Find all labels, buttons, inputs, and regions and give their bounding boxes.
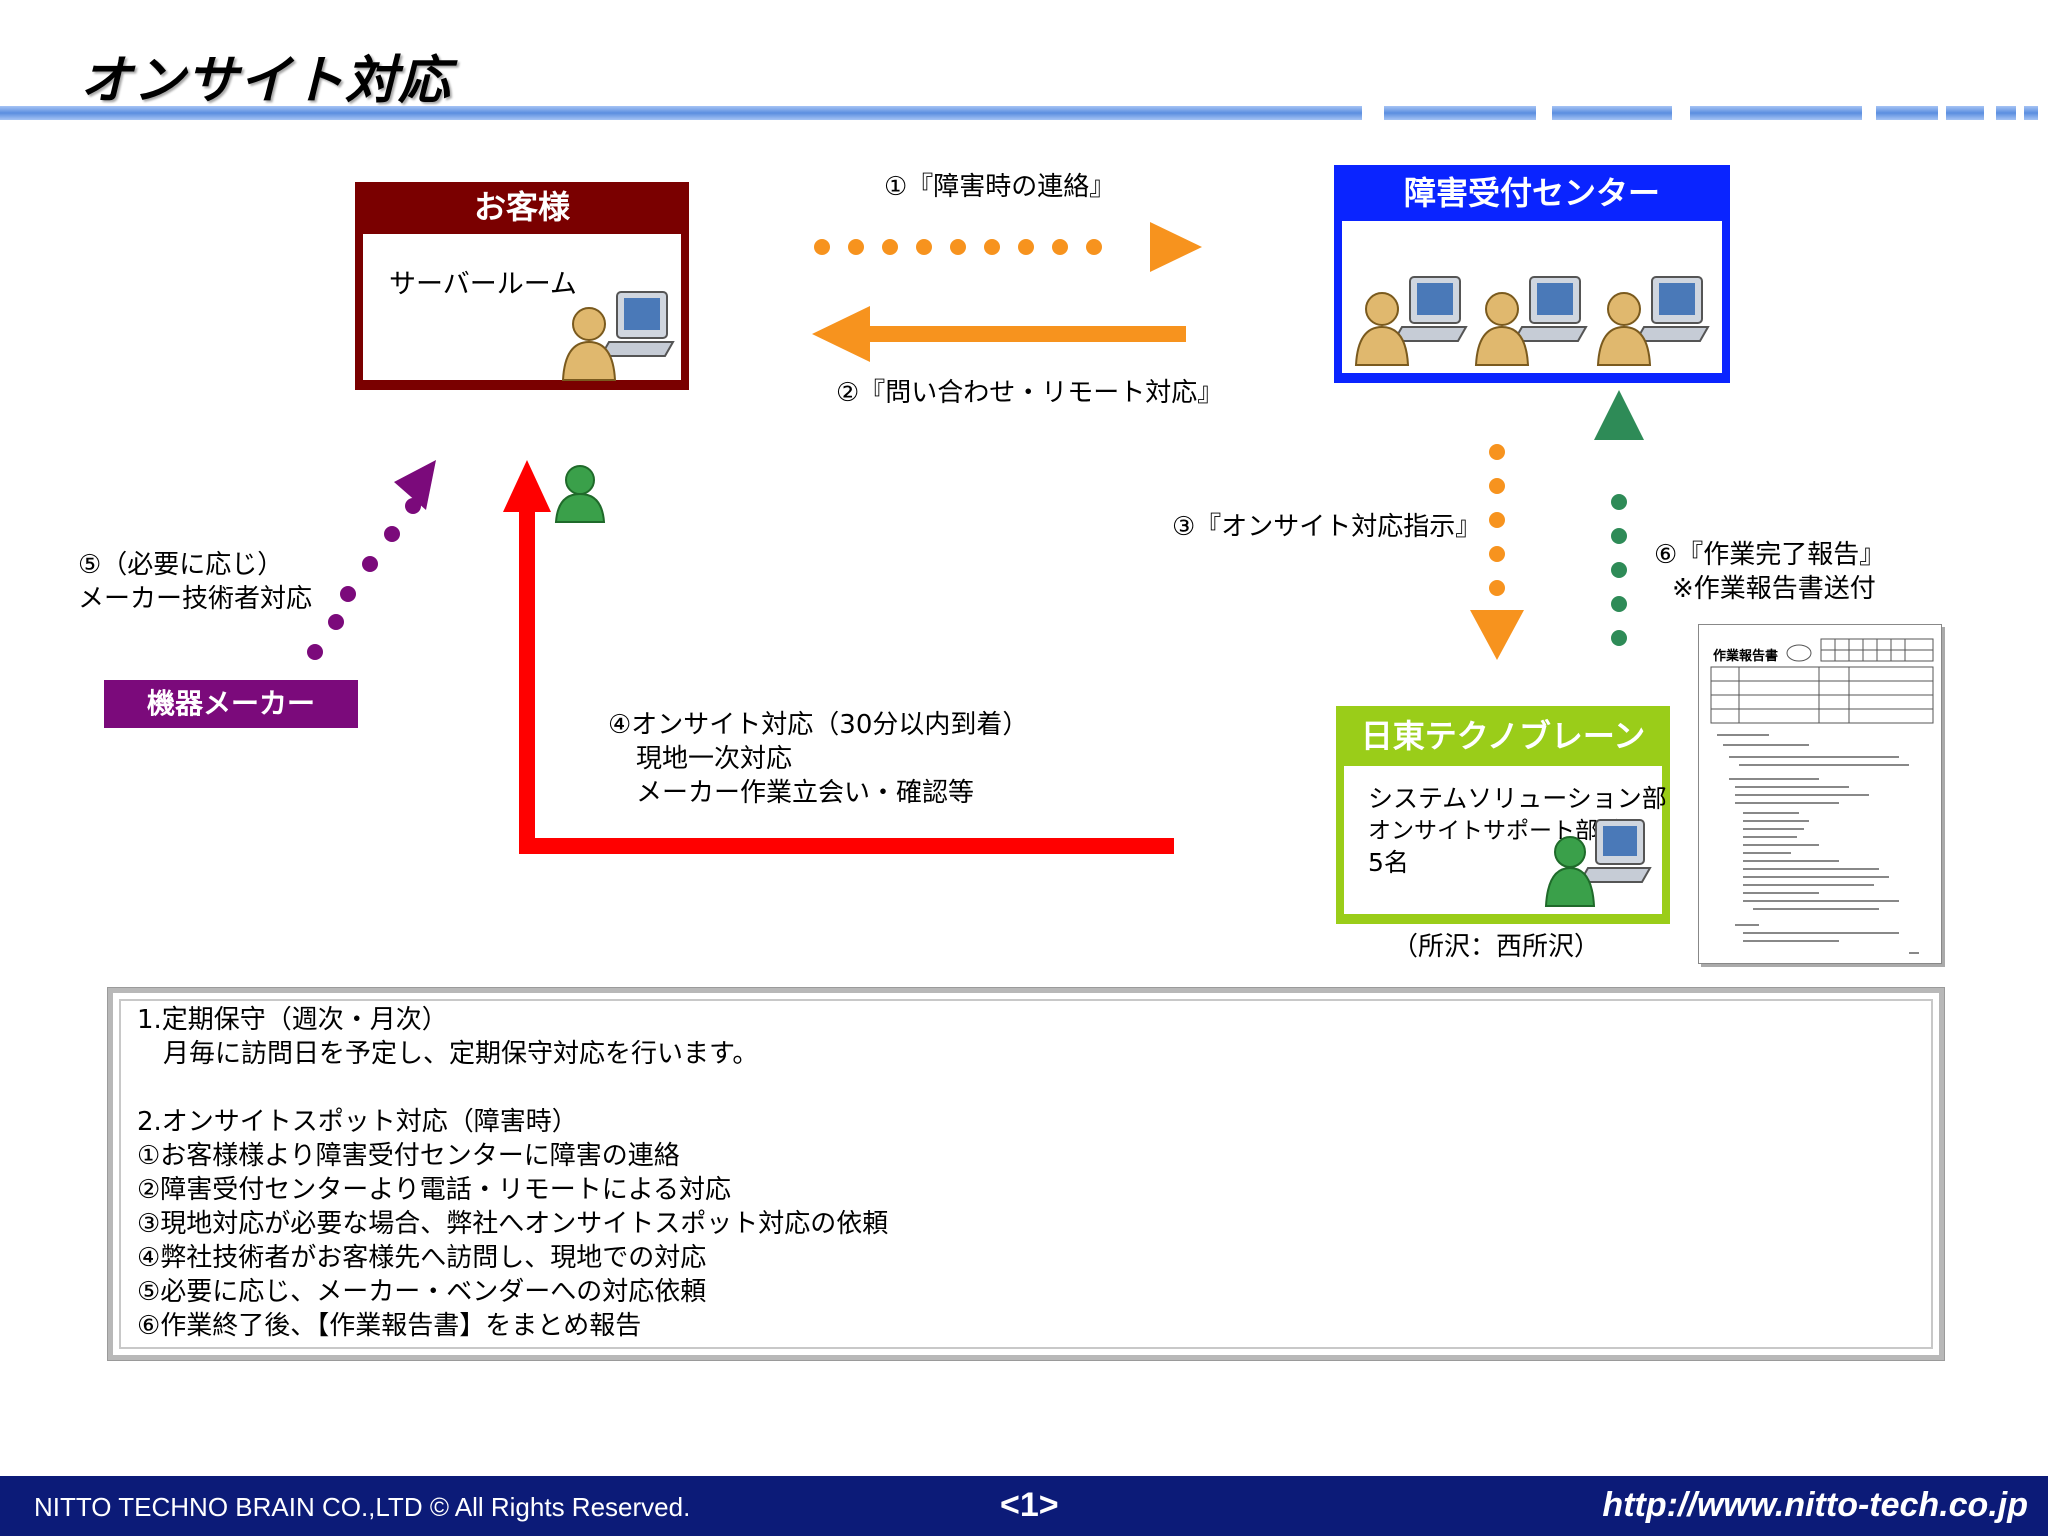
note-line: ⑥作業終了後、【作業報告書】をまとめ報告 xyxy=(137,1311,642,1341)
center-box: 障害受付センター xyxy=(1334,165,1730,383)
note-line: ③現地対応が必要な場合、弊社へオンサイトスポット対応の依頼 xyxy=(137,1209,889,1239)
arrow-6-report xyxy=(1594,390,1644,646)
flow-6-label-1: ⑥『作業完了報告』 xyxy=(1654,540,1886,570)
note-line: ①お客様様より障害受付センターに障害の連絡 xyxy=(137,1141,680,1171)
title-underline xyxy=(0,106,1362,120)
title-underline-segment xyxy=(1946,106,1984,120)
nitto-dept: システムソリューション部 xyxy=(1368,784,1667,813)
arrow-2-remote xyxy=(812,306,1186,362)
flow-6-label-2: ※作業報告書送付 xyxy=(1672,574,1876,604)
person-icon xyxy=(554,465,606,523)
note-line: ⑤必要に応じ、メーカー・ベンダーへの対応依頼 xyxy=(137,1277,707,1307)
arrow-5-maker xyxy=(307,460,436,660)
customer-box: お客様 サーバールーム xyxy=(355,182,689,390)
flow-1-label: ①『障害時の連絡』 xyxy=(884,172,1116,202)
flow-3-label: ③『オンサイト対応指示』 xyxy=(1172,512,1482,542)
person-computer-icon xyxy=(1474,276,1588,366)
center-title: 障害受付センター xyxy=(1403,174,1660,212)
flow-5-label-1: ⑤（必要に応じ） xyxy=(78,550,284,580)
footer-url-link[interactable]: http://www.nitto-tech.co.jp xyxy=(1602,1486,2028,1524)
title-underline-segment xyxy=(1996,106,2016,120)
notes-box: 1.定期保守（週次・月次） 月毎に訪問日を予定し、定期保守対応を行います。 2.… xyxy=(107,987,1945,1361)
report-content-lines xyxy=(1710,638,1934,954)
title-underline-segment xyxy=(1792,106,1862,120)
footer-copyright: NITTO TECHNO BRAIN CO.,LTD © All Rights … xyxy=(34,1492,691,1522)
page-title: オンサイト対応 xyxy=(80,51,452,111)
title-underline-segment xyxy=(1384,106,1536,120)
arrow-4-onsite xyxy=(503,460,1174,854)
arrow-3-instruction xyxy=(1470,444,1524,660)
note-line: 1.定期保守（週次・月次） xyxy=(137,1005,448,1035)
person-computer-icon xyxy=(561,291,675,381)
page-number: <1> xyxy=(1000,1486,1059,1524)
title-underline-segment xyxy=(1690,106,1792,120)
note-line: ④弊社技術者がお客様先へ訪問し、現地での対応 xyxy=(137,1243,707,1273)
flow-4-label-1: ④オンサイト対応（30分以内到着） xyxy=(608,710,1029,740)
flow-4-label-2: 現地一次対応 xyxy=(636,744,793,774)
flow-4-label-3: メーカー作業立会い・確認等 xyxy=(636,778,975,808)
report-title: 作業報告書 xyxy=(1713,649,1779,664)
flow-5-label-2: メーカー技術者対応 xyxy=(78,584,313,614)
maker-title: 機器メーカー xyxy=(146,687,315,720)
footer-bar: NITTO TECHNO BRAIN CO.,LTD © All Rights … xyxy=(0,1476,2048,1536)
nitto-count: 5名 xyxy=(1368,848,1409,877)
title-underline-segment xyxy=(1876,106,1938,120)
note-line: 2.オンサイトスポット対応（障害時） xyxy=(137,1107,578,1137)
nitto-box: 日東テクノブレーン システムソリューション部 オンサイトサポート部隊 5名 xyxy=(1336,706,1670,924)
maker-box: 機器メーカー xyxy=(104,680,358,728)
server-room-label: サーバールーム xyxy=(389,269,577,300)
customer-title: お客様 xyxy=(473,188,570,226)
person-computer-icon xyxy=(1596,276,1710,366)
person-computer-icon xyxy=(1354,276,1468,366)
report-document-icon: 作業報告書 xyxy=(1698,624,1942,964)
nitto-title: 日東テクノブレーン xyxy=(1360,717,1646,755)
flow-arrows xyxy=(307,222,1644,854)
title-underline-segment xyxy=(2024,106,2038,120)
note-line: ②障害受付センターより電話・リモートによる対応 xyxy=(137,1175,732,1205)
person-computer-icon xyxy=(1544,819,1652,907)
nitto-location: （所沢：西所沢） xyxy=(1392,932,1601,962)
arrow-1-contact xyxy=(814,222,1202,272)
title-underline-segment xyxy=(1552,106,1672,120)
notes-inner-border xyxy=(119,999,1933,1349)
note-line: 月毎に訪問日を予定し、定期保守対応を行います。 xyxy=(137,1039,759,1069)
flow-2-label: ②『問い合わせ・リモート対応』 xyxy=(836,378,1224,408)
